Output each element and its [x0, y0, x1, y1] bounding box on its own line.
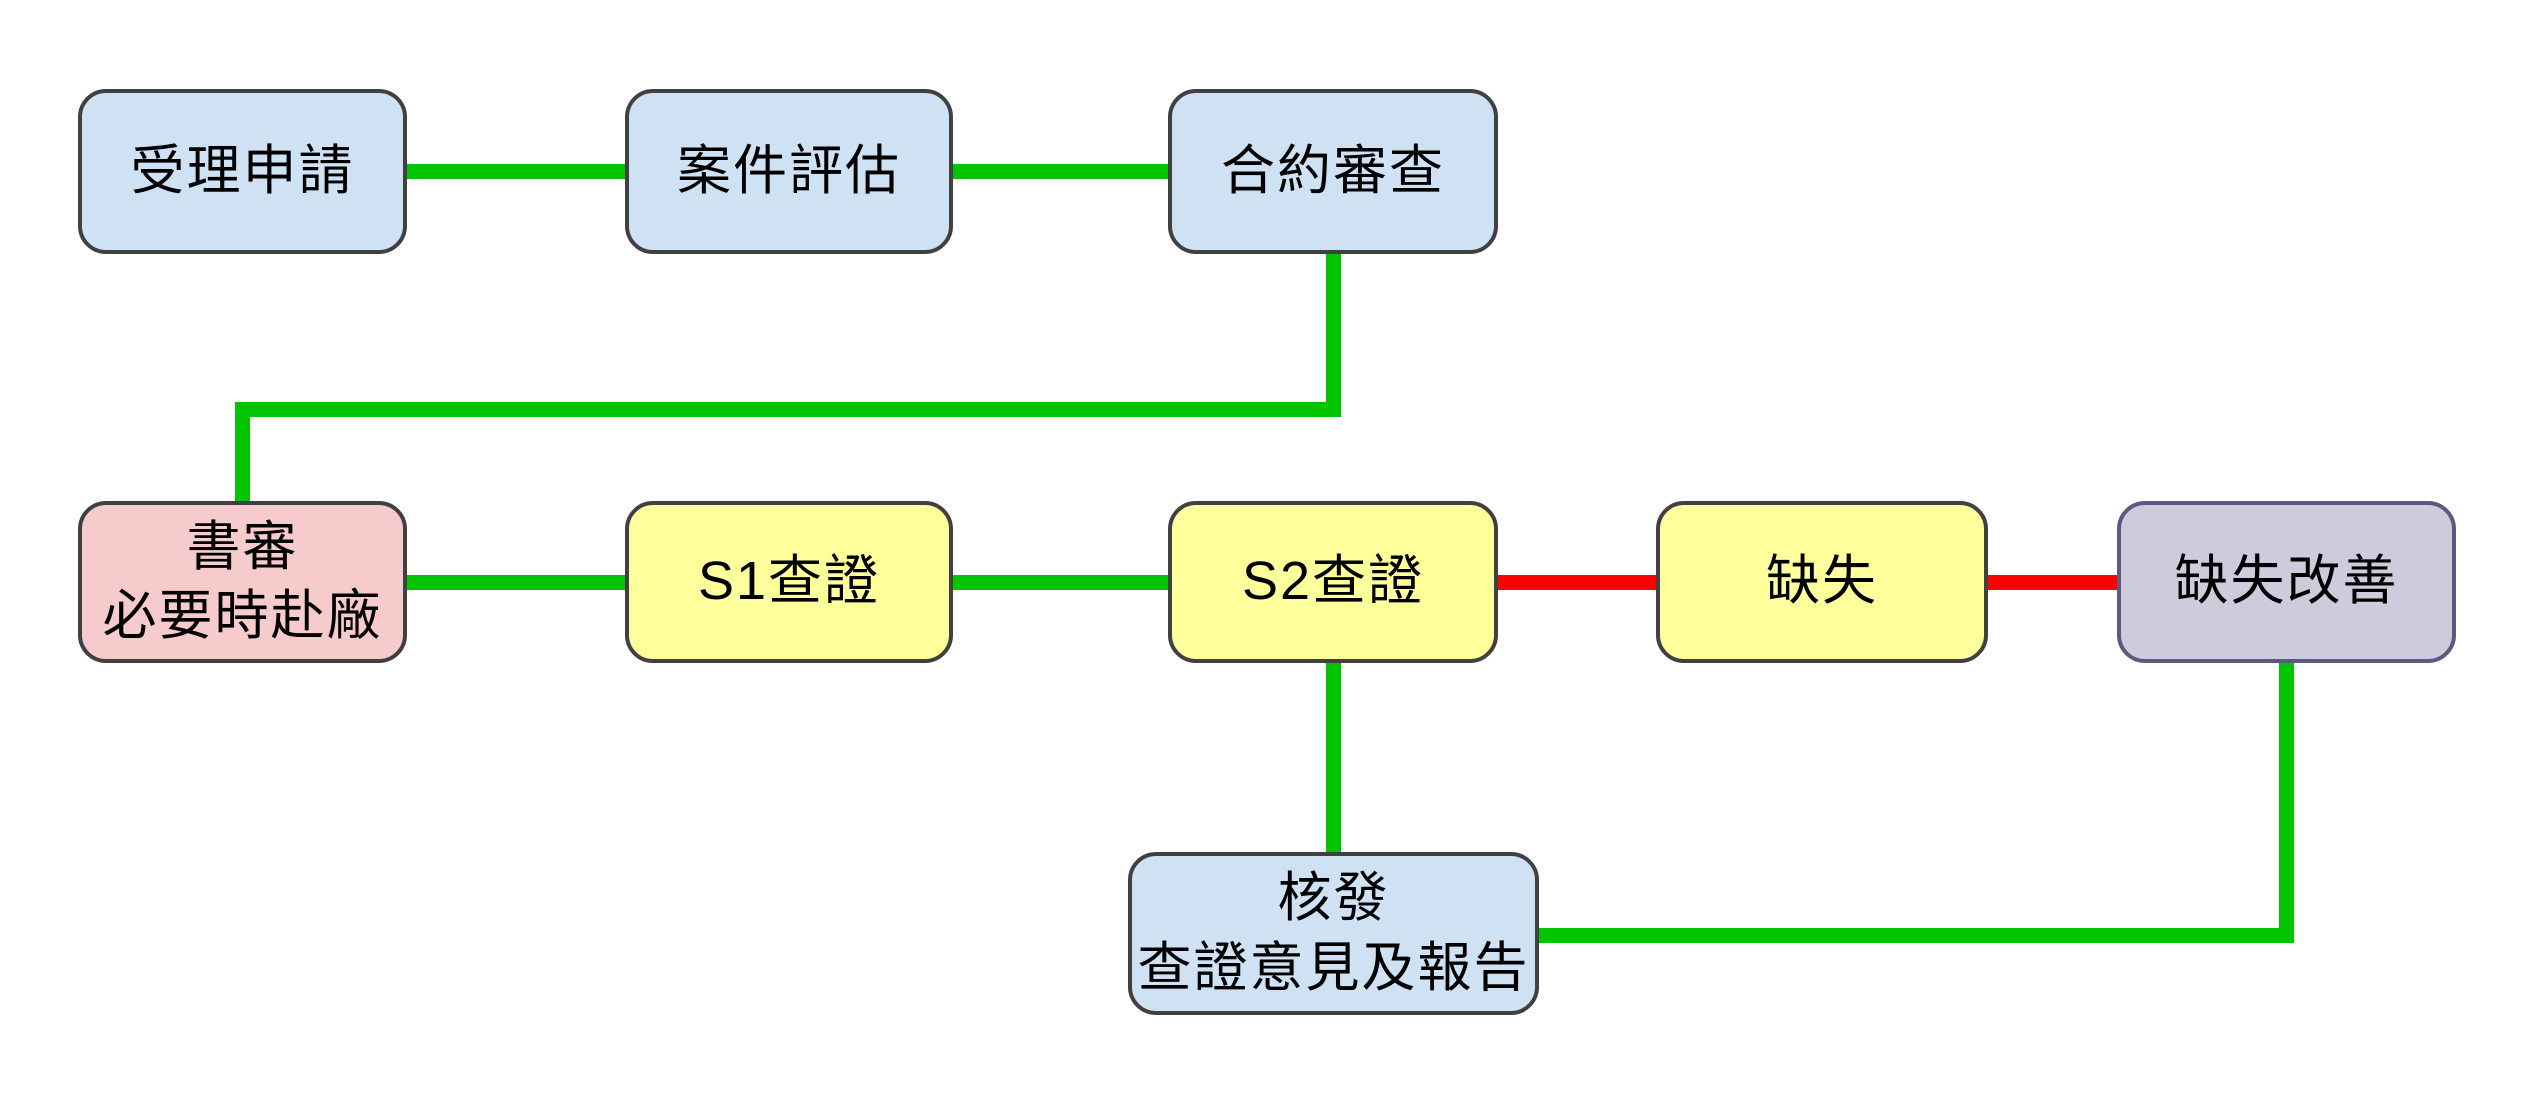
node-issue-report-label-line2: 查證意見及報告	[1137, 937, 1530, 998]
node-case-evaluation: 案件評估	[625, 89, 953, 254]
node-contract-review: 合約審查	[1168, 89, 1498, 254]
edge-evaluate-contract	[953, 164, 1168, 179]
node-accept-application-label: 受理申請	[130, 140, 355, 201]
node-s1-verification-label: S1查證	[697, 551, 881, 612]
node-document-review-label-line2: 必要時赴廠	[102, 586, 383, 646]
node-contract-review-label: 合約審查	[1221, 140, 1445, 201]
node-defect: 缺失	[1656, 501, 1988, 663]
edge-contract-docreview-segment-across	[235, 402, 1341, 417]
node-s1-verification: S1查證	[625, 501, 953, 663]
node-document-review: 書審 必要時赴廠	[78, 501, 407, 663]
node-s2-verification: S2查證	[1168, 501, 1498, 663]
node-s2-verification-label: S2查證	[1241, 551, 1425, 612]
edge-defect-improve	[1988, 575, 2117, 590]
edge-s1-s2	[953, 575, 1168, 590]
node-issue-report: 核發 查證意見及報告	[1128, 852, 1539, 1015]
edge-s2-issue	[1326, 663, 1341, 852]
edge-contract-docreview-segment-into-top	[235, 402, 250, 501]
node-accept-application: 受理申請	[78, 89, 407, 254]
edge-improve-issue-segment-down	[2279, 663, 2294, 943]
node-case-evaluation-label: 案件評估	[677, 140, 901, 201]
node-defect-label: 缺失	[1766, 551, 1878, 612]
node-issue-report-label-line1: 核發	[1277, 868, 1390, 929]
edge-improve-issue-segment-across	[1539, 928, 2294, 943]
edge-accept-evaluate	[407, 164, 625, 179]
edge-docreview-s1	[407, 575, 625, 590]
node-defect-improvement: 缺失改善	[2117, 501, 2456, 663]
edge-s2-defect	[1498, 575, 1656, 590]
node-document-review-label-line1: 書審	[186, 516, 299, 577]
node-defect-improvement-label: 缺失改善	[2174, 551, 2399, 612]
edge-contract-docreview-segment-down	[1326, 254, 1341, 417]
